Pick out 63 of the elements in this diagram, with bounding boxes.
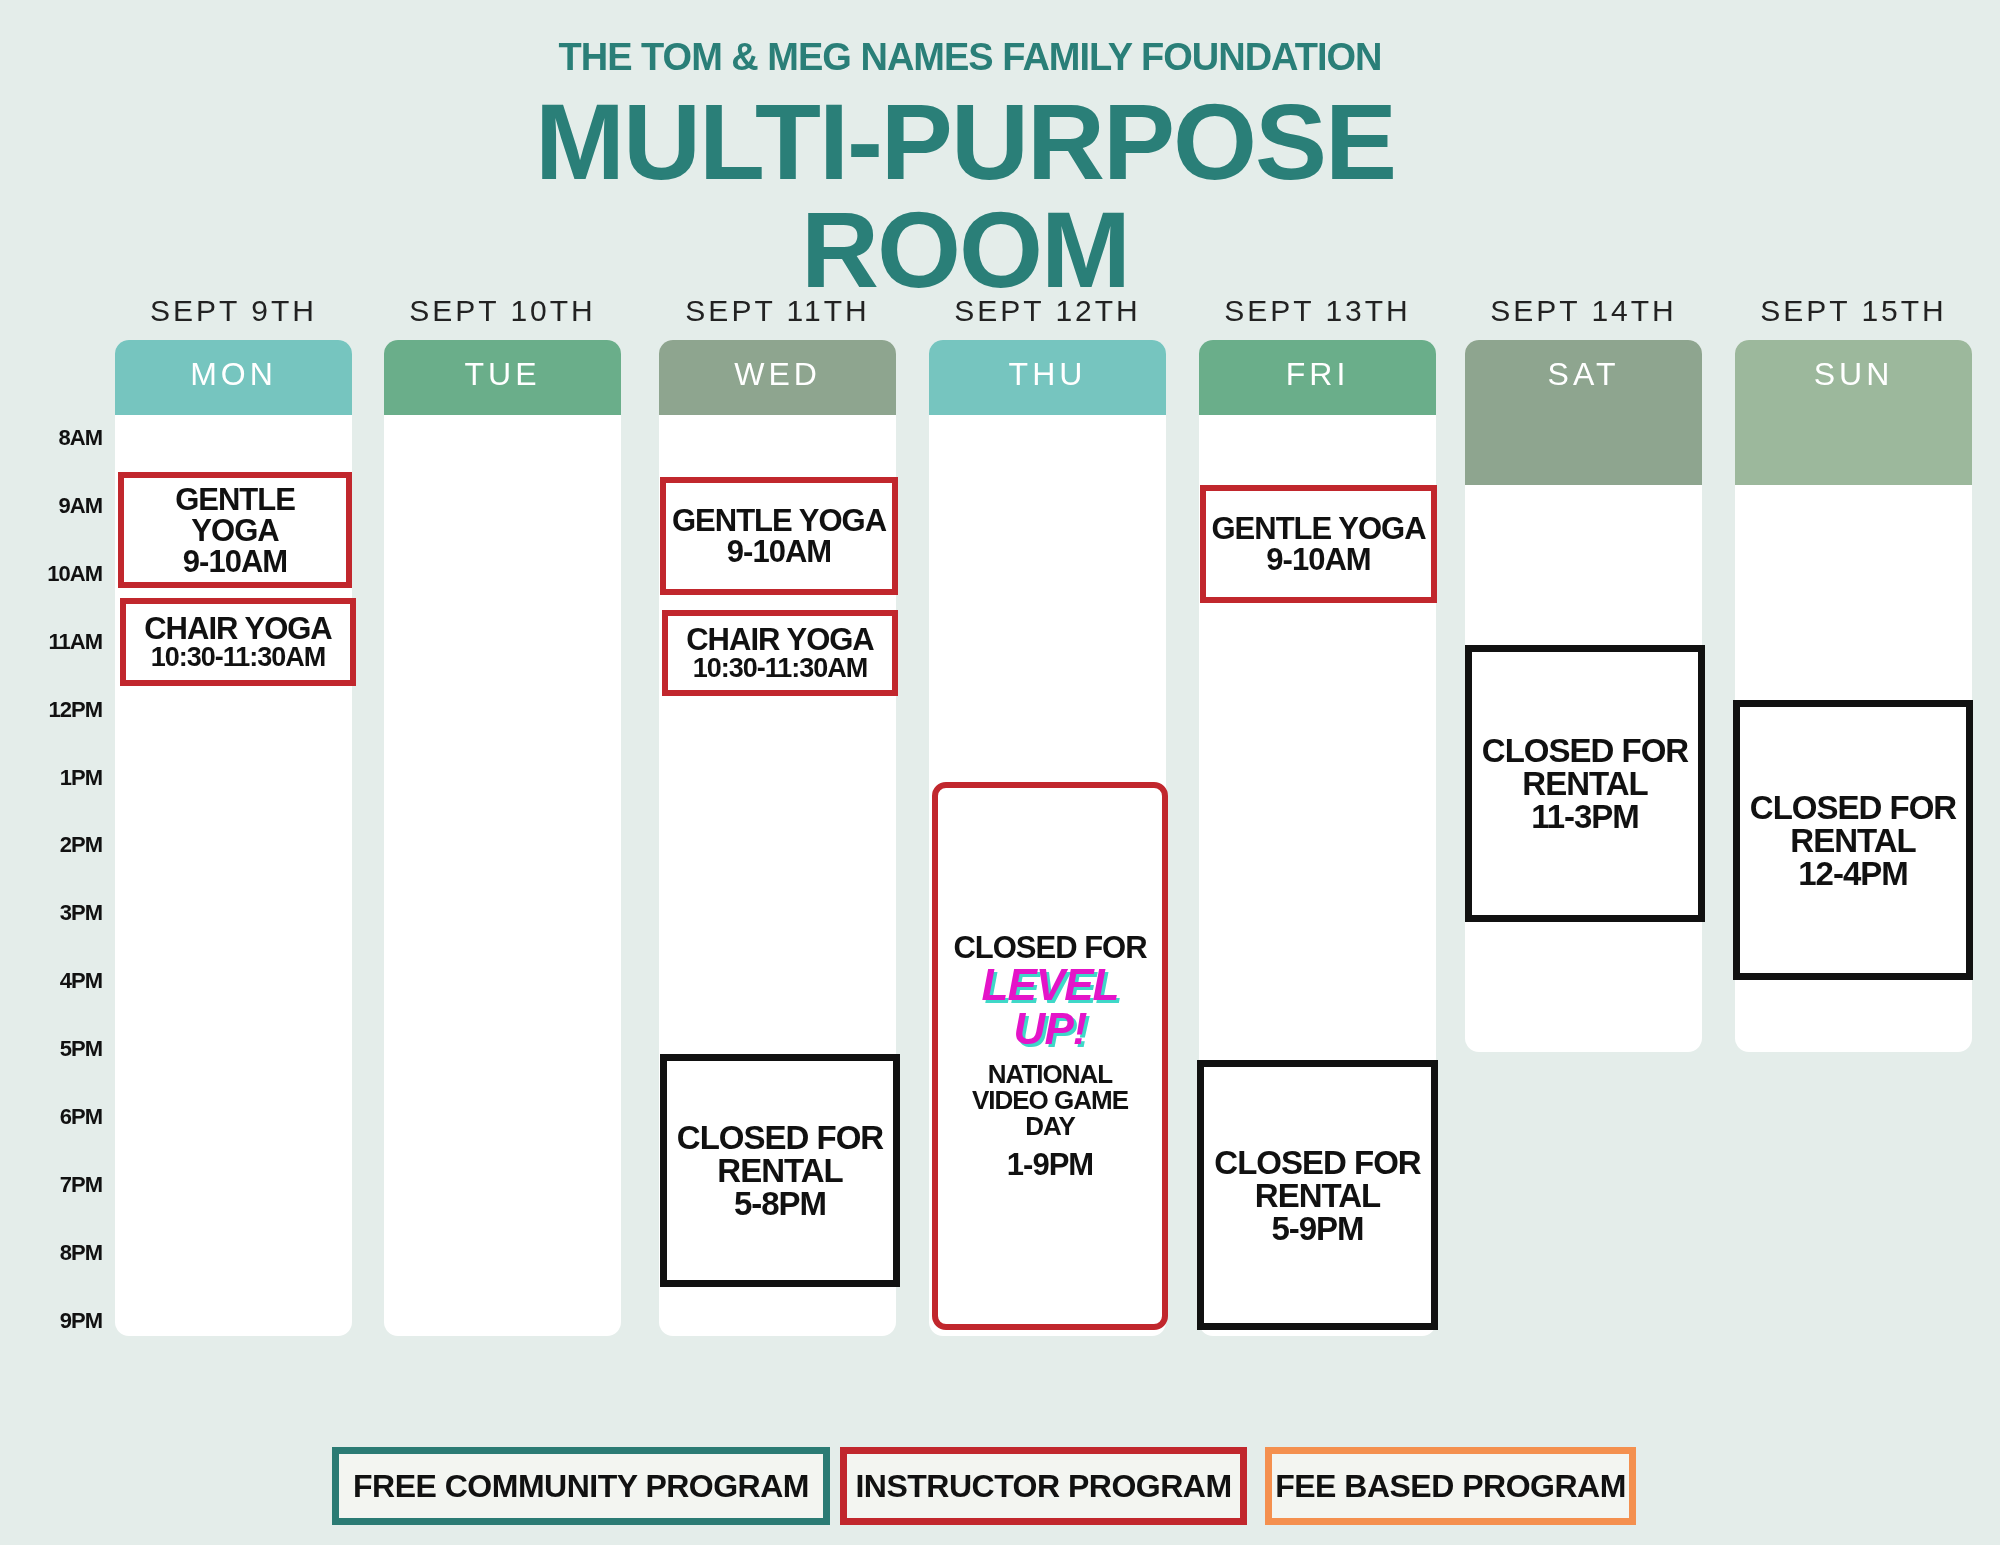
class-block (118, 472, 352, 588)
time-label: 4PM (58, 968, 102, 995)
day-header: TUE (384, 340, 621, 415)
event-time: 10:30-11:30AM (692, 655, 868, 682)
date-label: SEPT 13TH (1223, 294, 1412, 328)
event-subtitle: NATIONAL VIDEO GAME DAY (970, 1061, 1130, 1139)
event-time: 5-8PM (733, 1187, 827, 1220)
class-block (660, 477, 898, 595)
event-title: GENTLE YOGA (1211, 513, 1426, 544)
day-header: WED (659, 340, 896, 415)
booking-block (1733, 700, 1973, 980)
time-label: 9PM (58, 1307, 102, 1334)
event-title: CLOSED FOR RENTAL (675, 1121, 885, 1187)
time-label: 11AM (47, 628, 102, 655)
booking-block (660, 1054, 900, 1287)
class-block (662, 610, 898, 696)
subtitle: THE TOM & MEG NAMES FAMILY FOUNDATION (557, 36, 1383, 79)
time-label: 10AM (46, 560, 102, 587)
legend-label: FREE COMMUNITY PROGRAM (353, 1467, 809, 1505)
date-label: SEPT 12TH (953, 294, 1142, 328)
event-title: CLOSED FOR RENTAL (1480, 734, 1690, 800)
time-label: 2PM (58, 832, 102, 859)
booking-block (1197, 1060, 1438, 1330)
event-title: CHAIR YOGA (686, 624, 874, 655)
event-subtitle: LEVEL UP! (980, 963, 1120, 1051)
date-label: SEPT 15TH (1759, 294, 1948, 328)
class-block (120, 598, 356, 686)
event-title: CLOSED FOR RENTAL (1748, 790, 1958, 857)
time-label: 5PM (58, 1036, 102, 1063)
event-time: 9-10AM (1266, 544, 1371, 575)
time-label: 7PM (58, 1171, 102, 1198)
class-block (1200, 485, 1437, 603)
booking-block (1465, 645, 1705, 922)
time-label: 9AM (57, 492, 102, 519)
event-time: 10:30-11:30AM (150, 644, 326, 671)
time-label: 8PM (58, 1239, 102, 1266)
event-title: GENTLE YOGA (174, 483, 296, 546)
time-label: 12PM (47, 696, 102, 723)
day-header: MON (115, 340, 352, 415)
event-time: 9-10AM (182, 545, 288, 577)
time-label: 8AM (57, 425, 102, 451)
time-label: 1PM (58, 764, 102, 791)
event-time: 5-9PM (1271, 1211, 1364, 1245)
booking-block (932, 782, 1168, 1330)
event-title: GENTLE YOGA (671, 505, 887, 536)
event-time: 9-10AM (726, 536, 832, 567)
date-label: SEPT 9TH (149, 294, 318, 328)
day-header: FRI (1199, 340, 1436, 415)
day-header: THU (929, 340, 1166, 415)
event-time: 1-9PM (1006, 1149, 1094, 1180)
event-title: CHAIR YOGA (144, 613, 332, 644)
event-time: 11-3PM (1531, 800, 1639, 833)
date-label: SEPT 14TH (1489, 294, 1678, 328)
date-label: SEPT 11TH (684, 294, 871, 328)
time-label: 3PM (58, 900, 102, 927)
time-label: 6PM (58, 1104, 102, 1130)
event-title: CLOSED FOR (953, 932, 1147, 963)
legend-label: FEE BASED PROGRAM (1275, 1467, 1626, 1505)
legend-label: INSTRUCTOR PROGRAM (855, 1467, 1232, 1505)
event-time: 12-4PM (1798, 856, 1908, 890)
day-header: SUN (1735, 340, 1972, 485)
event-title: CLOSED FOR RENTAL (1213, 1145, 1422, 1212)
day-header: SAT (1465, 340, 1702, 485)
